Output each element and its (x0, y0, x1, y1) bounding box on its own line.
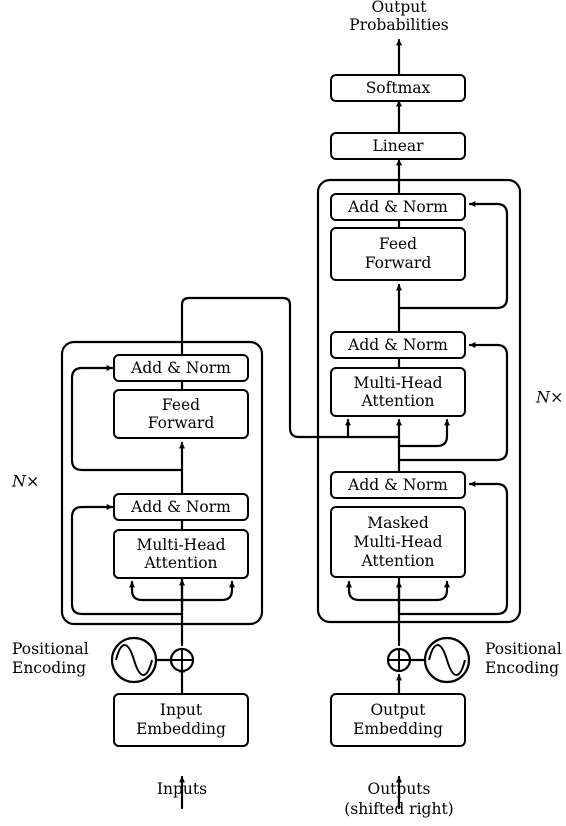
encoder-layers-label: N× (11, 472, 39, 491)
softmax-label: Softmax (366, 79, 431, 97)
encoder-add-norm-bottom: Add & Norm (113, 493, 249, 521)
decoder-feed-forward-label-1: Feed (379, 235, 417, 253)
encoder-feed-forward-label-1: Feed (162, 396, 200, 414)
encoder-feed-forward-label-2: Forward (148, 414, 215, 432)
linear-box: Linear (330, 132, 466, 160)
decoder-embedding-label-2: Embedding (353, 720, 443, 738)
encoder-attention-label-1: Multi-Head (136, 536, 225, 554)
decoder-add-norm-top: Add & Norm (330, 193, 466, 221)
encoder-multi-head-attention: Multi-Head Attention (113, 529, 249, 579)
encoder-attention-label-2: Attention (143, 554, 217, 572)
encoder-positional-encoding: Positional Encoding (12, 636, 195, 684)
encoder-add-norm-top-label: Add & Norm (130, 359, 231, 377)
connection-wires (70, 38, 509, 810)
softmax-box: Softmax (330, 74, 466, 102)
decoder-add-norm-bottom: Add & Norm (330, 471, 466, 499)
outputs-label-1: Outputs (367, 780, 430, 798)
encoder-feed-forward: Feed Forward (113, 389, 249, 439)
linear-label: Linear (372, 137, 424, 155)
decoder-feed-forward: Feed Forward (330, 227, 466, 281)
decoder-masked-attention-label-1: Masked (367, 514, 429, 532)
inputs-label: Inputs (157, 780, 207, 798)
output-probabilities-label-2: Probabilities (349, 16, 448, 34)
decoder-output-embedding: Output Embedding (330, 693, 466, 747)
encoder-add-norm-bottom-label: Add & Norm (130, 498, 231, 516)
decoder-cross-attention-label-1: Multi-Head (353, 374, 442, 392)
encoder-positional-label-2: Encoding (12, 659, 86, 677)
encoder-embedding-label-1: Input (160, 701, 203, 719)
encoder-stack-frame (60, 340, 264, 626)
decoder-layers-label: N× (535, 388, 563, 407)
encoder-positional-label-1: Positional (12, 640, 89, 658)
output-probabilities-label-1: Output (371, 0, 427, 16)
decoder-add-norm-top-label: Add & Norm (347, 198, 448, 216)
decoder-add-norm-middle-label: Add & Norm (347, 336, 448, 354)
decoder-positional-label-2: Encoding (485, 659, 559, 677)
encoder-add-norm-top: Add & Norm (113, 354, 249, 382)
encoder-embedding-label-2: Embedding (136, 720, 226, 738)
decoder-cross-attention: Multi-Head Attention (330, 367, 466, 417)
decoder-positional-label-1: Positional (485, 640, 562, 658)
decoder-add-norm-bottom-label: Add & Norm (347, 476, 448, 494)
decoder-feed-forward-label-2: Forward (365, 254, 432, 272)
decoder-stack-frame (316, 178, 522, 624)
decoder-masked-attention-label-3: Attention (360, 552, 434, 570)
decoder-masked-attention-label-2: Multi-Head (353, 533, 442, 551)
decoder-add-norm-middle: Add & Norm (330, 331, 466, 359)
decoder-masked-attention: Masked Multi-Head Attention (330, 506, 466, 578)
decoder-positional-encoding: Positional Encoding (386, 636, 562, 684)
decoder-embedding-label-1: Output (370, 701, 426, 719)
outputs-label-2: (shifted right) (344, 800, 453, 818)
decoder-cross-attention-label-2: Attention (360, 392, 434, 410)
encoder-input-embedding: Input Embedding (113, 693, 249, 747)
